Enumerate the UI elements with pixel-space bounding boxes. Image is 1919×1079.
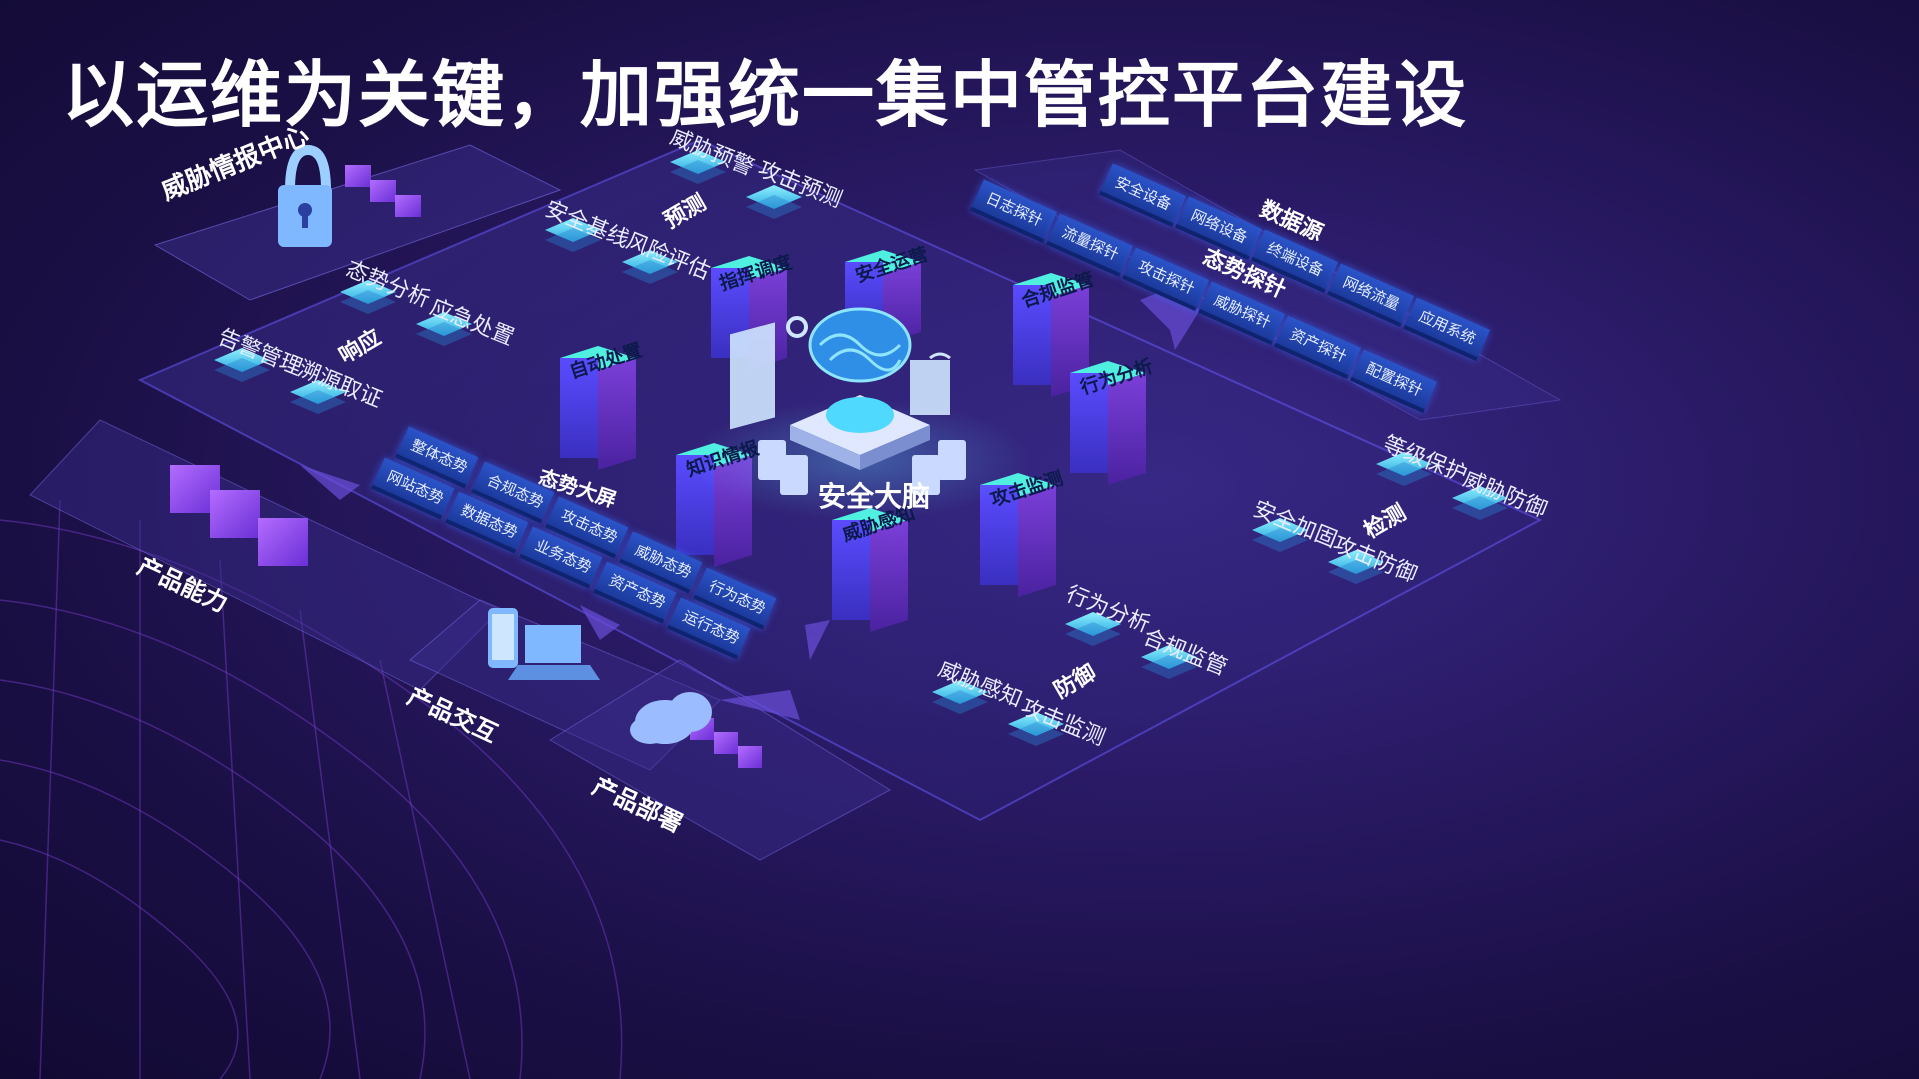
pillar-1: [711, 256, 787, 370]
pillar-5: [1070, 361, 1146, 485]
capability-cubes: [170, 465, 308, 566]
lock-icon: [278, 144, 332, 247]
cloud-icon: [630, 692, 712, 744]
tiles: [214, 150, 1508, 746]
pillar-8: [832, 508, 908, 632]
deployment-platform: [549, 659, 891, 861]
page-title: 以运维为关键，加强统一集中管控平台建设: [62, 53, 1469, 137]
mesh-sphere: [0, 499, 623, 1079]
center-label: 安全大脑: [818, 480, 931, 513]
pillars: [560, 250, 1146, 632]
pillar-3: [1013, 273, 1089, 397]
wifi-icon: [929, 352, 951, 360]
server-icon: [758, 440, 966, 495]
gear-icon: [786, 316, 808, 338]
phone-icon: [488, 608, 518, 668]
brain-hub: [690, 307, 1030, 520]
pillar-4: [560, 346, 636, 470]
laptop-icon: [508, 625, 600, 680]
intel-cubes: [345, 165, 421, 217]
brain-icon: [808, 307, 912, 383]
